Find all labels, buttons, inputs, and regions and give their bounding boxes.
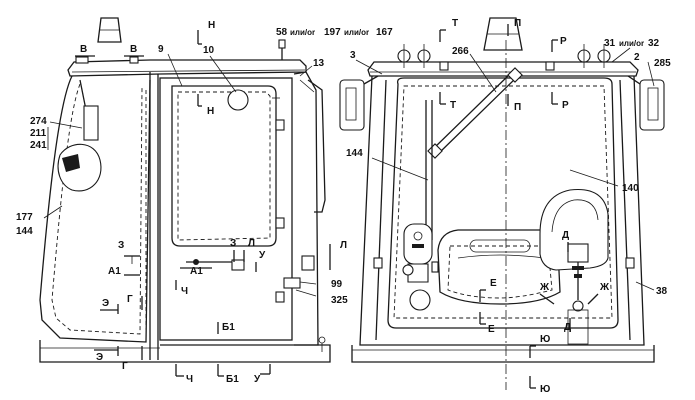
section-mark-u-mid: У xyxy=(259,250,266,261)
cab-base xyxy=(39,340,331,363)
section-mark-p-mid: П xyxy=(514,102,521,113)
section-mark-u-bottom: У xyxy=(254,374,261,385)
roof-outline xyxy=(67,59,307,77)
door-window xyxy=(171,85,277,247)
dashboard xyxy=(437,229,561,305)
callout-144-right: 144 xyxy=(346,148,363,159)
callout-3-right: 3 xyxy=(350,50,356,61)
callout-144-left: 144 xyxy=(16,226,33,237)
door-frame xyxy=(159,77,293,341)
section-mark-t-top: Т xyxy=(452,18,458,29)
callout-140: 140 xyxy=(622,183,639,194)
mirror-left xyxy=(339,79,365,131)
front-view xyxy=(339,17,665,390)
section-mark-a1-mid: А1 xyxy=(190,266,203,277)
section-mark-e-low: Е xyxy=(488,324,495,335)
rear-pillar xyxy=(293,71,319,346)
front-view-callouts: 3 266 31 или/or 32 2 285 144 140 38 xyxy=(346,38,671,297)
section-mark-g-left: Г xyxy=(127,294,133,305)
section-mark-e-bottom: Э xyxy=(96,352,103,363)
front-cab-body xyxy=(359,75,645,346)
callout-32: 32 xyxy=(648,38,660,49)
side-view-section-marks: Н Н З А1 Э Г Э Г Ч Б1 З Л А1 У xyxy=(94,20,347,385)
operator-seat xyxy=(539,188,609,271)
section-mark-a1-left: А1 xyxy=(108,266,121,277)
side-view-callouts: 58 или/or 197 или/or 167 9 10 13 274 211… xyxy=(16,27,393,306)
front-roof-beacon xyxy=(483,17,523,51)
callout-177: 177 xyxy=(16,212,33,223)
door-handle-10 xyxy=(227,89,249,111)
callout-31: 31 xyxy=(604,38,616,49)
callout-38: 38 xyxy=(656,286,668,297)
callout-2: 2 xyxy=(634,52,640,63)
callout-ili-or-3: или/or xyxy=(619,39,644,48)
section-mark-d2: Д xyxy=(564,322,571,333)
roof-lights xyxy=(397,44,611,71)
front-view-section-marks: Т П Р Т П Р Д Д Е Ж Ж Е xyxy=(439,18,610,395)
section-mark-l-mid: Л xyxy=(248,238,255,249)
section-mark-g-bottom: Г xyxy=(122,361,128,372)
section-mark-n-top: Н xyxy=(208,20,215,31)
section-mark-v2: В xyxy=(130,44,137,55)
section-mark-t-mid: Т xyxy=(450,100,456,111)
callout-274: 274 xyxy=(30,116,47,127)
callout-266: 266 xyxy=(452,46,469,57)
section-mark-e-left: Э xyxy=(102,298,109,309)
callout-285: 285 xyxy=(654,58,671,69)
section-mark-r-mid: Р xyxy=(562,100,569,111)
callout-241: 241 xyxy=(30,140,47,151)
section-mark-yu-mid: Ю xyxy=(540,334,550,345)
callout-10: 10 xyxy=(203,45,215,56)
front-glass-outer xyxy=(39,75,151,343)
roof-beacon xyxy=(97,17,122,43)
section-mark-yu-bottom: Ю xyxy=(540,384,550,395)
section-mark-d: Д xyxy=(562,230,569,241)
callout-167: 167 xyxy=(376,27,393,38)
section-mark-ch-mid: Ч xyxy=(181,286,188,297)
section-mark-b1-bottom: Б1 xyxy=(226,374,239,385)
front-roof-outline xyxy=(367,61,639,77)
washer-reservoir xyxy=(402,223,439,311)
section-mark-r-top: Р xyxy=(560,36,567,47)
section-mark-zh-right: Ж xyxy=(599,282,610,293)
callout-211: 211 xyxy=(30,128,47,139)
section-mark-e-mid: Е xyxy=(490,278,497,289)
section-mark-z-left: З xyxy=(118,240,124,251)
control-lever xyxy=(567,243,589,312)
callout-ili-or-1: или/or xyxy=(290,28,315,37)
callout-197: 197 xyxy=(324,27,341,38)
callout-325: 325 xyxy=(331,295,348,306)
section-mark-l-right: Л xyxy=(340,240,347,251)
section-mark-n-mid: Н xyxy=(207,106,214,117)
section-mark-v1: В xyxy=(80,44,87,55)
section-mark-p-top: П xyxy=(514,18,521,29)
section-mark-zh-left: Ж xyxy=(539,282,550,293)
wiper-motor xyxy=(83,105,99,141)
windshield xyxy=(387,77,619,329)
section-mark-b1-mid: Б1 xyxy=(222,322,235,333)
section-mark-z-mid: З xyxy=(230,238,236,249)
callout-9: 9 xyxy=(158,44,164,55)
strut-266 xyxy=(431,71,513,151)
callout-ili-or-2: или/or xyxy=(344,28,369,37)
front-glass-inner xyxy=(51,83,143,335)
callout-13: 13 xyxy=(313,58,325,69)
section-mark-ch-bottom: Ч xyxy=(186,374,193,385)
mirror-right xyxy=(639,79,665,131)
callout-58: 58 xyxy=(276,27,288,38)
side-view: В В xyxy=(39,17,331,363)
callout-99: 99 xyxy=(331,279,343,290)
